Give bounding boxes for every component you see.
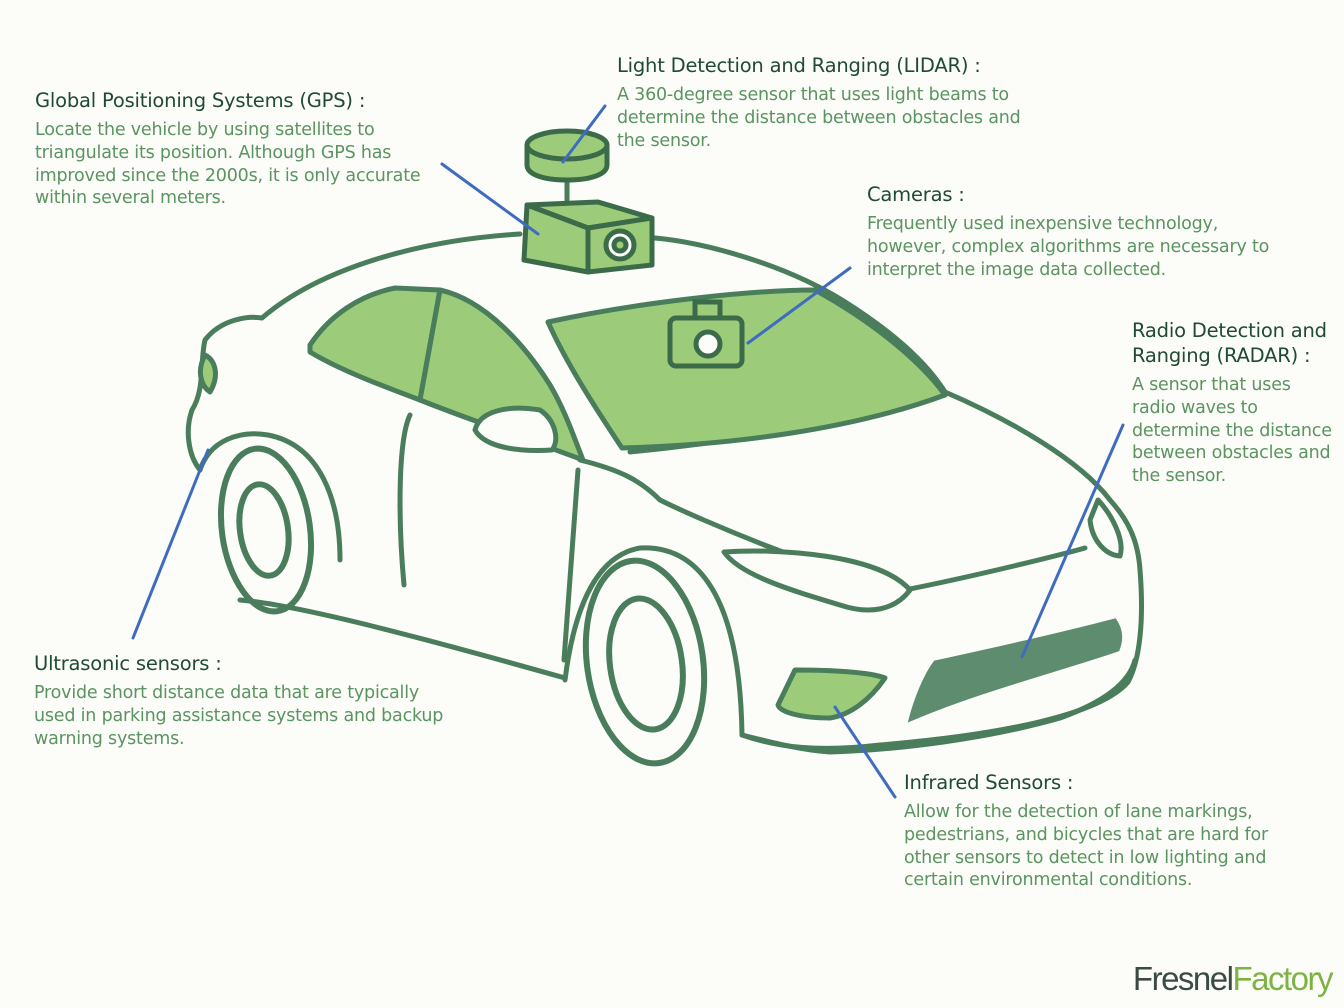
callout-gps: Global Positioning Systems (GPS) : Locat… [35, 88, 455, 210]
car-body-outline [185, 231, 1144, 751]
brand-logo: FresnelFactory [1132, 960, 1334, 998]
car-door-line [397, 412, 413, 588]
leader-line-cameras [746, 266, 852, 345]
side-mirror [472, 405, 559, 453]
windshield-camera-mount [692, 299, 723, 318]
rear-wheel-rim [236, 481, 292, 579]
callout-lidar: Light Detection and Ranging (LIDAR) : A … [617, 53, 1037, 152]
callout-lidar-description: A 360-degree sensor that uses light beam… [617, 85, 1021, 151]
callout-cameras: Cameras : Frequently used inexpensive te… [867, 182, 1272, 281]
headlight-left [721, 548, 913, 613]
front-wheel-arch [562, 545, 745, 738]
car-front-face [739, 657, 1138, 755]
brand-word-fresnel: Fresnel [1132, 960, 1234, 997]
leader-line-gps [440, 162, 540, 236]
callout-ultrasonic-description: Provide short distance data that are typ… [34, 683, 444, 749]
callout-infrared: Infrared Sensors : Allow for the detecti… [904, 770, 1304, 892]
callout-radar-description: A sensor that uses radio waves to determ… [1132, 375, 1332, 487]
callout-gps-title: Global Positioning Systems (GPS) : [35, 89, 366, 112]
front-wheel-tire [582, 557, 708, 767]
windshield-camera-lens [693, 329, 723, 359]
front-wheel-rim [606, 595, 686, 733]
rear-wheel-tire [217, 445, 315, 615]
leader-line-radar [1020, 423, 1125, 659]
brand-word-factory: Factory [1232, 960, 1333, 997]
fog-light [775, 667, 888, 721]
radar-grille [907, 618, 1123, 723]
callout-radar: Radio Detection and Ranging (RADAR) : A … [1132, 318, 1337, 488]
side-window-rear [307, 285, 443, 403]
callout-infrared-description: Allow for the detection of lane markings… [904, 802, 1269, 891]
windshield [545, 287, 948, 451]
callout-gps-description: Locate the vehicle by using satellites t… [35, 120, 421, 209]
callout-lidar-title: Light Detection and Ranging (LIDAR) : [617, 54, 981, 77]
leader-line-infrared [833, 705, 897, 799]
car-door-line-2 [561, 467, 581, 663]
leader-line-lidar [561, 104, 607, 164]
rear-wheel-arch [197, 431, 343, 563]
callout-ultrasonic: Ultrasonic sensors : Provide short dista… [34, 651, 454, 750]
rear-light [197, 352, 218, 395]
callout-radar-title: Radio Detection and Ranging (RADAR) : [1132, 319, 1327, 367]
roof-sensor-lens-inner [611, 236, 629, 254]
callout-cameras-description: Frequently used inexpensive technology, … [867, 214, 1270, 280]
callout-infrared-title: Infrared Sensors : [904, 771, 1074, 794]
callout-ultrasonic-title: Ultrasonic sensors : [34, 652, 222, 675]
callout-cameras-title: Cameras : [867, 183, 965, 206]
leader-line-ultrasonic [131, 448, 210, 640]
headlight-right [1087, 497, 1124, 559]
